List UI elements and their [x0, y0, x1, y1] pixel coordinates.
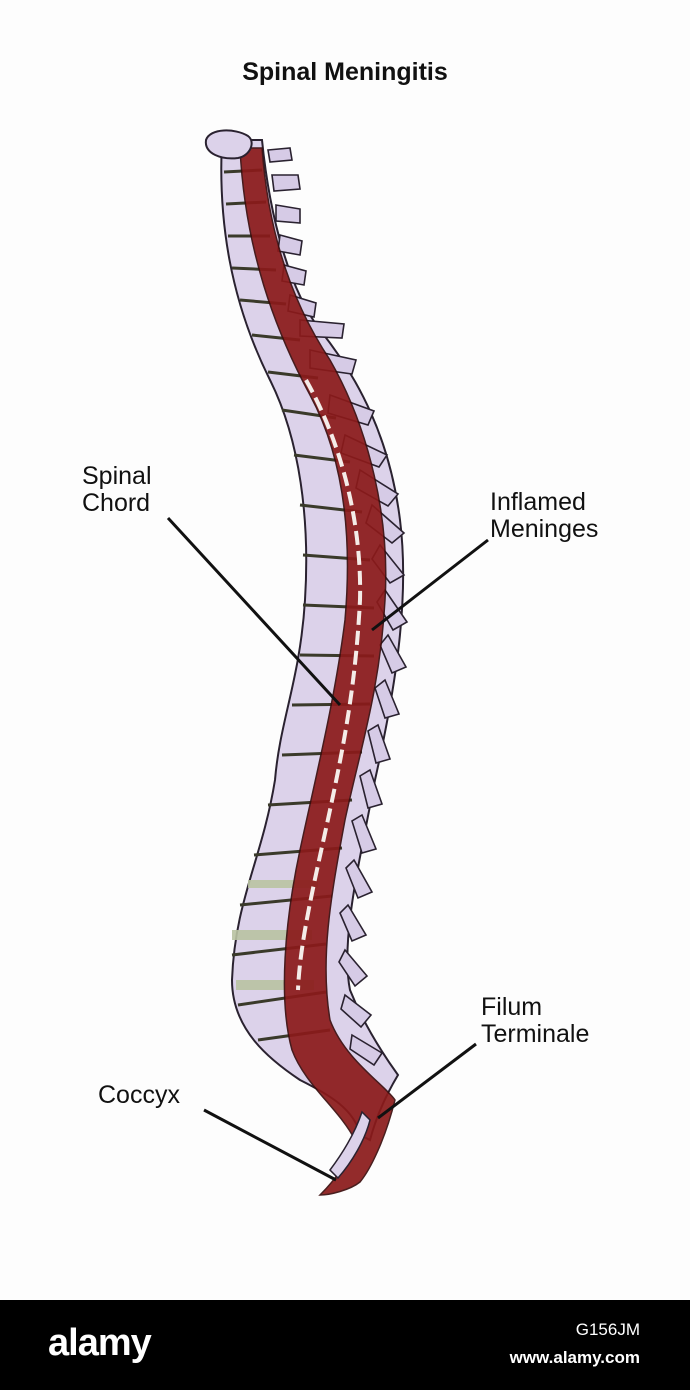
diagram-title: Spinal Meningitis	[242, 58, 448, 86]
leader-lines	[166, 516, 489, 1182]
spinous-processes	[267, 147, 409, 1067]
disc-fills	[232, 880, 318, 990]
leader-filum-terminale	[377, 1042, 477, 1120]
atlas-vertebra	[204, 129, 253, 160]
leader-inflamed-meninges	[371, 538, 489, 632]
label-spinal-chord-line2: Chord	[82, 489, 151, 517]
leader-spinal-chord	[166, 516, 342, 707]
leader-coccyx	[203, 1108, 337, 1182]
label-filum-terminale-line1: Filum	[481, 993, 543, 1021]
label-coccyx: Coccyx	[98, 1081, 180, 1109]
label-inflamed-meninges: Inflamed Meninges	[490, 489, 598, 543]
watermark-image-id: G156JM	[575, 1320, 640, 1339]
inflamed-meninges-band	[239, 147, 396, 1196]
spine-illustration	[166, 129, 489, 1196]
watermark-site: www.alamy.com	[509, 1348, 640, 1367]
label-spinal-chord: Spinal Chord	[82, 463, 152, 517]
illustration-canvas: Spinal Meningitis	[82, 58, 599, 1196]
label-filum-terminale: Filum Terminale	[481, 994, 589, 1048]
spinal-cord-centerline	[296, 379, 363, 991]
watermark-bar: alamy G156JM www.alamy.com	[0, 1300, 690, 1390]
label-filum-terminale-line2: Terminale	[481, 1020, 590, 1048]
label-inflamed-meninges-line2: Meninges	[490, 515, 599, 543]
watermark-brand: alamy	[48, 1322, 152, 1364]
coccyx-bone	[329, 1110, 371, 1180]
label-spinal-chord-line1: Spinal	[82, 462, 152, 490]
label-inflamed-meninges-line1: Inflamed	[490, 488, 586, 516]
